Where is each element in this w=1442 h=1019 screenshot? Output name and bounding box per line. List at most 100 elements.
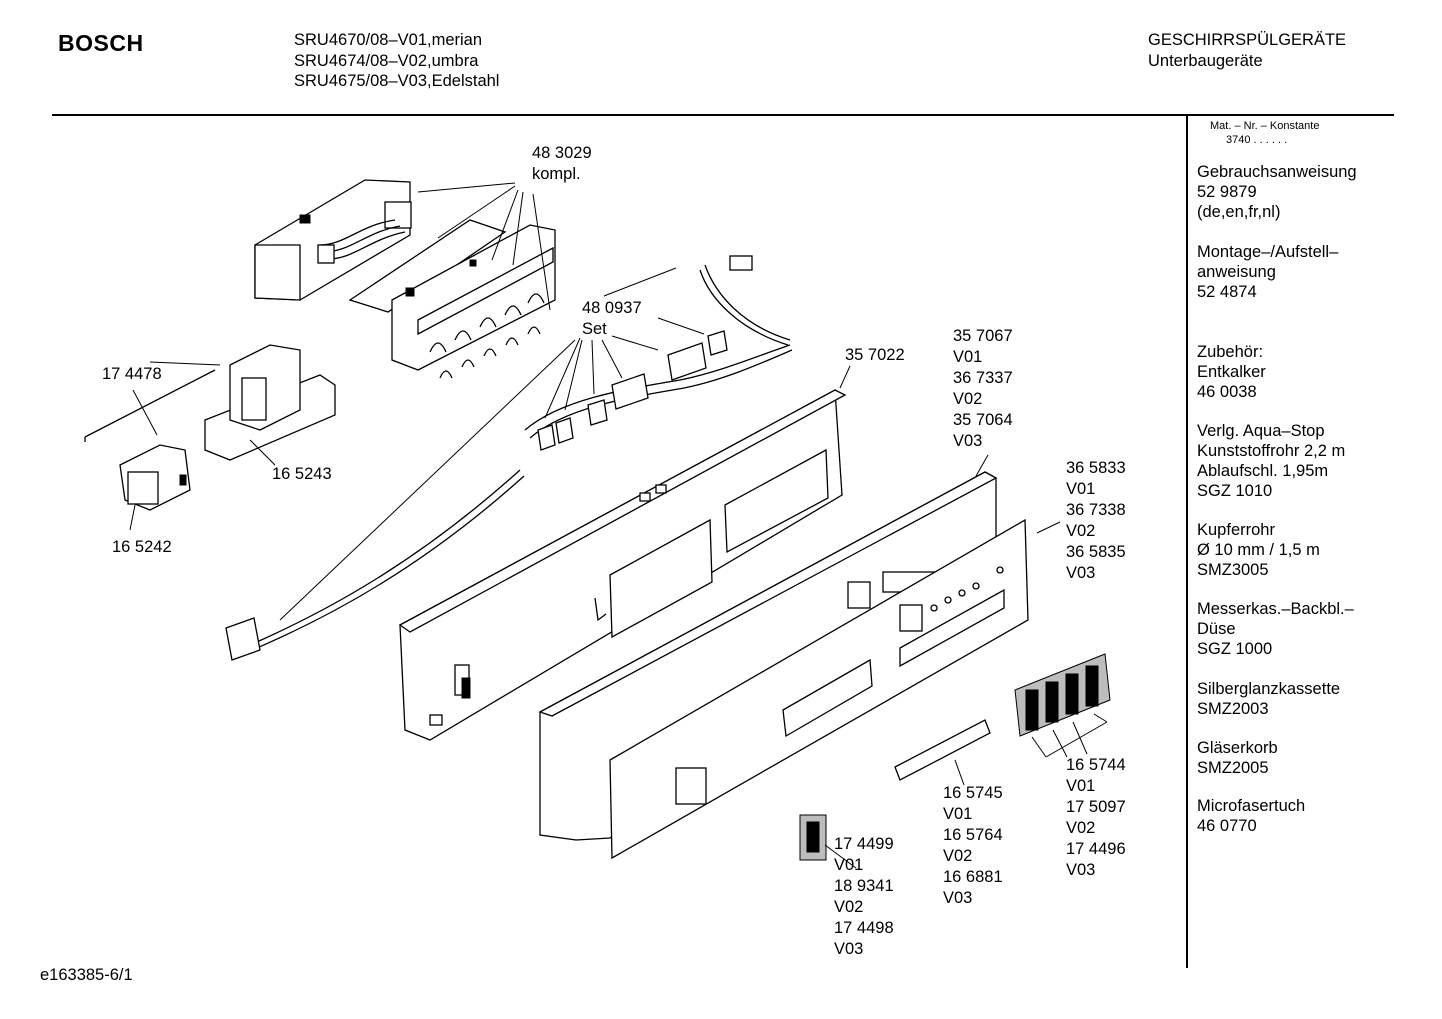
- label-48-0937: 48 0937 Set: [582, 298, 642, 340]
- part-number: 36 7337: [953, 369, 1013, 387]
- part-number: 35 7022: [845, 346, 905, 364]
- sidebar-line: anweisung: [1197, 263, 1276, 281]
- part-number: 16 5744: [1066, 756, 1126, 774]
- sidebar-line: Kunststoffrohr 2,2 m: [1197, 442, 1346, 460]
- sidebar-line: 46 0038: [1197, 383, 1257, 401]
- part-number: 48 3029: [532, 144, 592, 162]
- sidebar-line: Verlg. Aqua–Stop: [1197, 422, 1325, 440]
- part-number: 18 9341: [834, 877, 894, 895]
- sidebar-block-glass-basket: Gläserkorb SMZ2005: [1197, 738, 1357, 796]
- exploded-parts-drawing: [84, 179, 1111, 869]
- sidebar-line: Gläserkorb: [1197, 739, 1278, 757]
- document-code: e163385-6/1: [40, 966, 133, 984]
- part-number: 16 5745: [943, 784, 1003, 802]
- mat-nr-constant: Mat. – Nr. – Konstante 3740 . . . . . .: [1210, 119, 1319, 147]
- label-16-5242: 16 5242: [112, 537, 172, 558]
- model-list: SRU4670/08–V01,merian SRU4674/08–V02,umb…: [294, 30, 499, 92]
- variant: V01: [1066, 480, 1096, 498]
- label-17-4499-group: 17 4499 V01 18 9341 V02 17 4498 V03: [834, 834, 894, 960]
- mat-nr-label: Mat. – Nr. – Konstante: [1210, 120, 1320, 132]
- sidebar-line: SGZ 1000: [1197, 640, 1273, 658]
- part-number: 35 7064: [953, 411, 1013, 429]
- variant: V02: [953, 390, 983, 408]
- sidebar-block-aqua-stop: Verlg. Aqua–Stop Kunststoffrohr 2,2 m Ab…: [1197, 421, 1357, 520]
- sidebar-line: (de,en,fr,nl): [1197, 203, 1281, 221]
- sidebar-line: 52 9879: [1197, 183, 1257, 201]
- sidebar-line: Silberglanzkassette: [1197, 680, 1341, 698]
- part-number: 17 5097: [1066, 798, 1126, 816]
- label-17-4478: 17 4478: [102, 364, 162, 385]
- category-title: GESCHIRRSPÜLGERÄTE Unterbaugeräte: [1148, 30, 1346, 71]
- part-number: 17 4496: [1066, 840, 1126, 858]
- part-number: 16 5242: [112, 538, 172, 556]
- header-divider: [52, 114, 1394, 116]
- part-number: 17 4478: [102, 365, 162, 383]
- variant: V01: [1066, 777, 1096, 795]
- part-number: 36 5833: [1066, 459, 1126, 477]
- variant: V01: [943, 805, 973, 823]
- sidebar-line: SMZ3005: [1197, 561, 1269, 579]
- part-number: 36 5835: [1066, 543, 1126, 561]
- model-line: SRU4675/08–V03,Edelstahl: [294, 72, 500, 90]
- part-number: 48 0937: [582, 299, 642, 317]
- variant: V01: [834, 856, 864, 874]
- model-line: SRU4674/08–V02,umbra: [294, 51, 479, 70]
- harness-cable: [225, 469, 525, 661]
- sidebar-divider: [1186, 116, 1188, 968]
- label-35-7022: 35 7022: [845, 345, 905, 366]
- sidebar-line: Ø 10 mm / 1,5 m: [1197, 541, 1320, 559]
- label-16-5744-group: 16 5744 V01 17 5097 V02 17 4496 V03: [1066, 755, 1126, 881]
- label-35-7067-group: 35 7067 V01 36 7337 V02 35 7064 V03: [953, 326, 1013, 452]
- sidebar-line: Kupferrohr: [1197, 521, 1275, 539]
- sidebar-block-nozzle: Messerkas.–Backbl.– Düse SGZ 1000: [1197, 599, 1357, 679]
- variant: V03: [1066, 861, 1096, 879]
- sidebar-line: Gebrauchsanweisung: [1197, 163, 1357, 181]
- category-line: GESCHIRRSPÜLGERÄTE: [1148, 31, 1347, 49]
- sidebar-line: Düse: [1197, 620, 1236, 638]
- sidebar-line: Microfasertuch: [1197, 797, 1306, 815]
- part-number: 16 5243: [272, 465, 332, 483]
- sidebar-line: 46 0770: [1197, 817, 1257, 835]
- button-parts: [799, 653, 1111, 861]
- sidebar-line: Zubehör:: [1197, 343, 1264, 361]
- sidebar-block-silver-cassette: Silberglanzkassette SMZ2003: [1197, 679, 1357, 738]
- model-line: SRU4670/08–V01,merian: [294, 31, 483, 49]
- sidebar-block-accessories: Zubehör: Entkalker 46 0038: [1197, 342, 1357, 421]
- label-16-5745-group: 16 5745 V01 16 5764 V02 16 6881 V03: [943, 783, 1003, 909]
- sidebar-line: 52 4874: [1197, 283, 1257, 301]
- category-line: Unterbaugeräte: [1148, 51, 1263, 70]
- variant: V03: [953, 432, 983, 450]
- electronic-module: [254, 179, 556, 379]
- part-number: 17 4498: [834, 919, 894, 937]
- sidebar-line: SGZ 1010: [1197, 482, 1273, 500]
- front-trim-panel: [609, 518, 1029, 860]
- connector-set: [524, 255, 793, 451]
- sidebar-block-installation: Montage–/Aufstell– anweisung 52 4874: [1197, 242, 1357, 342]
- part-note: Set: [582, 320, 607, 338]
- sidebar-line: SMZ2003: [1197, 700, 1269, 718]
- variant: V03: [943, 889, 973, 907]
- part-number: 35 7067: [953, 327, 1013, 345]
- sidebar-block-copper-pipe: Kupferrohr Ø 10 mm / 1,5 m SMZ3005: [1197, 520, 1357, 599]
- label-16-5243: 16 5243: [272, 464, 332, 485]
- sidebar-line: Messerkas.–Backbl.–: [1197, 600, 1354, 618]
- sidebar-line: Ablaufschl. 1,95m: [1197, 462, 1329, 480]
- part-number: 16 5764: [943, 826, 1003, 844]
- variant: V03: [834, 940, 864, 958]
- accessory-list: Gebrauchsanweisung 52 9879 (de,en,fr,nl)…: [1197, 162, 1357, 836]
- control-panel-frame: [398, 388, 847, 741]
- sidebar-line: SMZ2005: [1197, 759, 1269, 777]
- part-number: 36 7338: [1066, 501, 1126, 519]
- leader-lines: [129, 182, 1108, 869]
- sidebar-line: Entkalker: [1197, 363, 1266, 381]
- label-48-3029: 48 3029 kompl.: [532, 143, 592, 185]
- part-number: 16 6881: [943, 868, 1003, 886]
- sidebar-block-manual: Gebrauchsanweisung 52 9879 (de,en,fr,nl): [1197, 162, 1357, 242]
- variant: V01: [953, 348, 983, 366]
- variant: V02: [834, 898, 864, 916]
- variant: V02: [1066, 522, 1096, 540]
- sidebar-block-microfiber: Microfasertuch 46 0770: [1197, 796, 1357, 836]
- variant: V02: [1066, 819, 1096, 837]
- part-note: kompl.: [532, 165, 581, 183]
- switch-assembly: [84, 344, 336, 511]
